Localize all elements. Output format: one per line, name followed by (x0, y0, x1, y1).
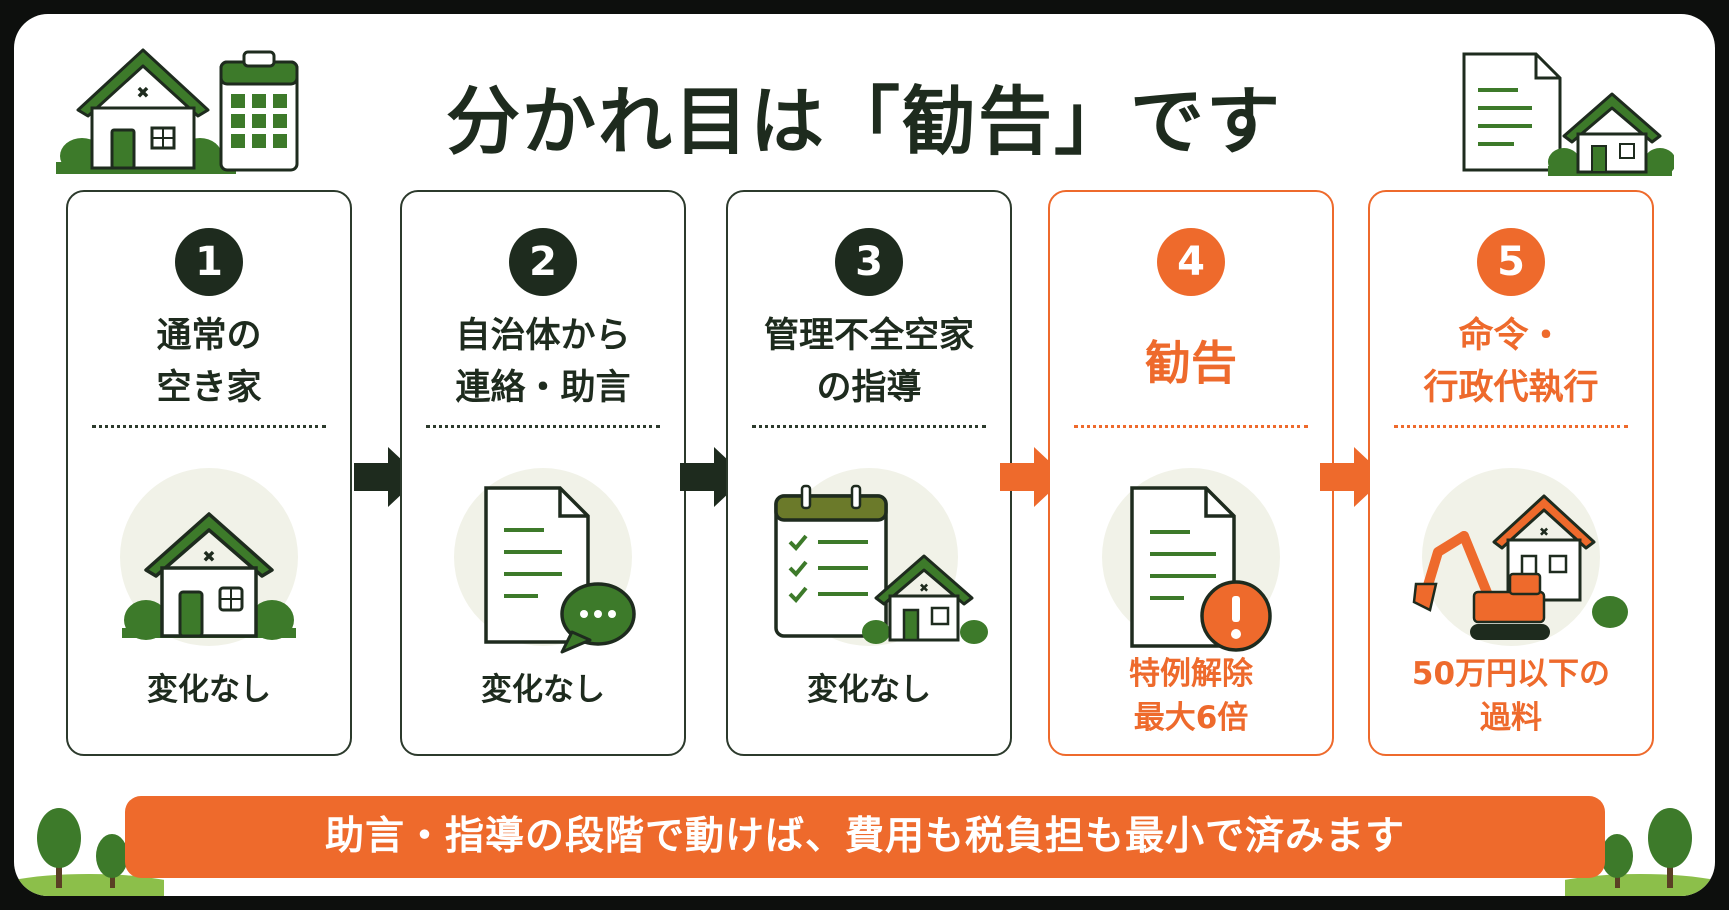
dotted-divider (1074, 425, 1308, 428)
summary-banner: 助言・指導の段階で動けば、費用も税負担も最小で済みます (125, 796, 1605, 878)
excavator-house-icon: ✖ (1412, 494, 1628, 640)
step-card-3: 3 管理不全空家の指導 ✖ 変化なし (726, 190, 1012, 756)
svg-text:✖: ✖ (136, 83, 149, 102)
document-warning-icon (1130, 486, 1272, 652)
tree-icon (14, 808, 164, 896)
dotted-divider (92, 425, 326, 428)
step-number-badge: 4 (1157, 228, 1225, 296)
dotted-divider (426, 425, 660, 428)
step-result: 50万円以下の過料 (1411, 656, 1611, 736)
step-result: 変化なし (807, 672, 931, 708)
step-title: 勧告 (1145, 336, 1237, 390)
step-number-badge: 2 (509, 228, 577, 296)
step-title: 管理不全空家の指導 (763, 316, 974, 408)
step-title: 通常の空き家 (156, 316, 262, 408)
document-house-icon (1462, 52, 1674, 176)
step-result: 変化なし (481, 672, 605, 708)
svg-text:✖: ✖ (919, 581, 929, 595)
step-number-badge: 1 (175, 228, 243, 296)
step-result: 変化なし (147, 672, 271, 708)
step-title: 命令・行政代執行 (1423, 316, 1599, 408)
house-calendar-icon: ✖ (56, 48, 299, 174)
step-number-badge: 5 (1477, 228, 1545, 296)
checklist-house-icon: ✖ (774, 484, 988, 644)
step-result: 特例解除最大6倍 (1129, 656, 1253, 736)
page-title: 分かれ目は「勧告」です (446, 79, 1282, 165)
step-number-badge: 3 (835, 228, 903, 296)
infographic-frame: ✖ 分かれ目は「勧告」です 1 通常の空き家 (14, 14, 1715, 896)
dotted-divider (1394, 425, 1628, 428)
step-card-1: 1 通常の空き家 ✖ 変化なし (66, 190, 352, 756)
tree-icon (1565, 808, 1715, 896)
svg-text:✖: ✖ (202, 547, 215, 566)
svg-text:✖: ✖ (1539, 525, 1549, 539)
step-card-5: 5 命令・行政代執行 ✖ 50万円以下の過料 (1368, 190, 1654, 756)
step-card-2: 2 自治体から連絡・助言 変化なし (400, 190, 686, 756)
house-icon: ✖ (122, 512, 296, 640)
step-title: 自治体から連絡・助言 (455, 316, 631, 408)
document-chat-icon (484, 486, 636, 654)
dotted-divider (752, 425, 986, 428)
step-card-4: 4 勧告 特例解除最大6倍 (1048, 190, 1334, 756)
